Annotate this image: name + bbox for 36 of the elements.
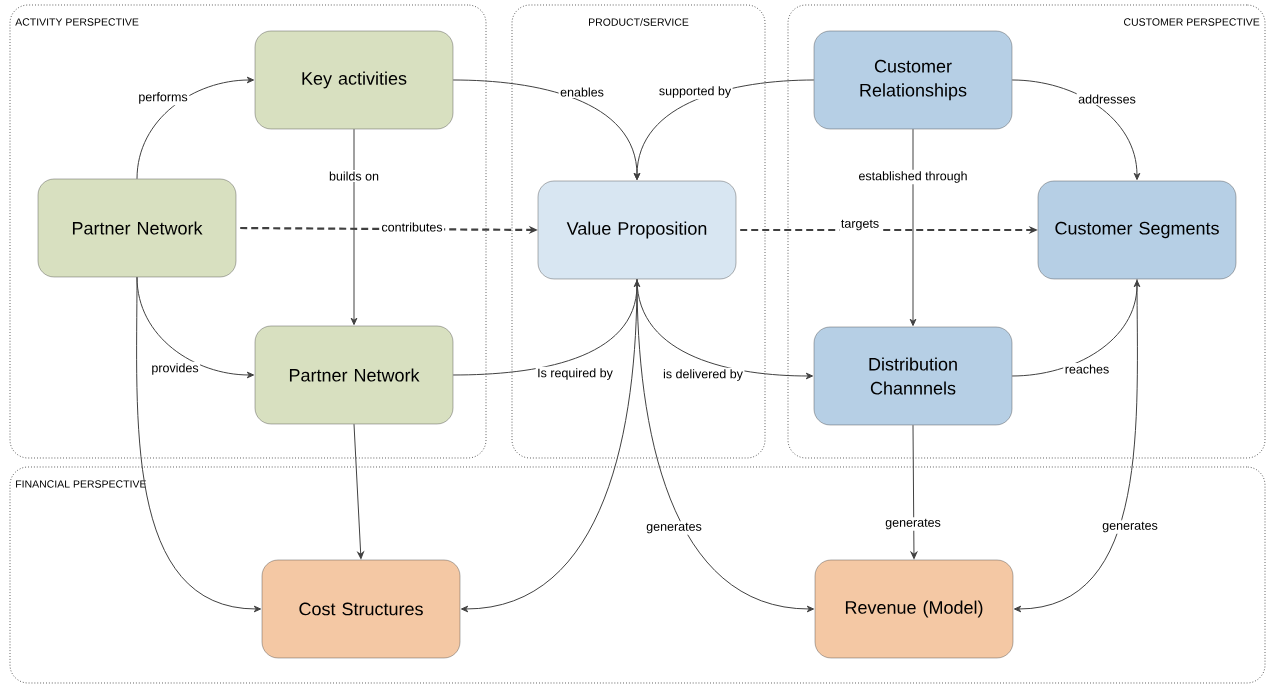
arrow <box>633 79 815 181</box>
arrow <box>909 128 917 327</box>
edge-label: generates <box>1100 520 1160 534</box>
edge-label: established through <box>856 169 970 185</box>
process-box: Partner Network <box>254 325 454 425</box>
process-box: Cost Structures <box>261 559 461 659</box>
arrow <box>350 128 358 326</box>
process-box: Distribution Channnels <box>813 326 1013 426</box>
edge-label: generates <box>883 517 943 531</box>
arrow <box>136 276 262 613</box>
arrow <box>910 424 918 560</box>
process-box: Partner Network <box>37 178 237 278</box>
arrow <box>1013 278 1138 613</box>
arrow <box>136 76 255 180</box>
edge-label: is delivered by <box>661 367 745 383</box>
edge-label: addresses <box>1076 92 1138 106</box>
process-box: Key activities <box>254 30 454 130</box>
edge-label: enables <box>558 85 606 99</box>
arrow <box>1011 279 1141 377</box>
process-box: Value Proposition <box>537 180 737 280</box>
edge-label: Is required by <box>535 366 615 382</box>
process-box: Customer Segments <box>1037 180 1237 280</box>
arrow <box>353 423 364 560</box>
edge-label: reaches <box>1063 362 1111 376</box>
process-box: Customer Relationships <box>813 30 1013 130</box>
arrow <box>1011 79 1141 181</box>
edge-label: targets <box>839 218 881 232</box>
edge-label: provides <box>149 361 201 377</box>
process-box: Revenue (Model) <box>814 559 1014 659</box>
arrow <box>452 279 641 376</box>
arrow <box>636 278 815 613</box>
edge-label: contributes <box>379 220 445 234</box>
edge-label: generates <box>644 521 704 535</box>
edge-label: performs <box>136 90 190 106</box>
edge-label: builds on <box>327 169 381 183</box>
edge-label: supported by <box>657 84 733 100</box>
